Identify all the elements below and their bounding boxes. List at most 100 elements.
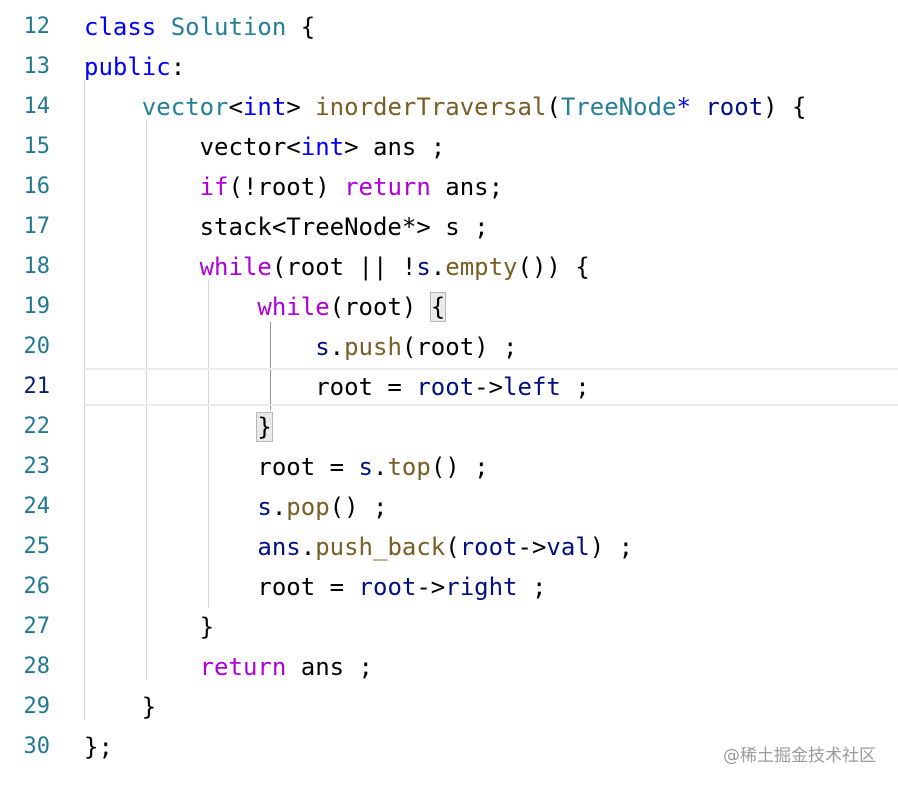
code-token: root =	[84, 453, 359, 481]
code-text: root = s.top() ;	[84, 447, 488, 487]
code-line[interactable]: 21 root = root->left ;	[0, 367, 898, 407]
code-token: (!root)	[228, 173, 345, 201]
code-line[interactable]: 26 root = root->right ;	[0, 567, 898, 607]
code-line[interactable]: 29 }	[0, 687, 898, 727]
code-token: ;	[560, 373, 590, 401]
code-token: }	[84, 613, 215, 641]
code-token: root	[459, 533, 518, 561]
code-line[interactable]: 15 vector<int> ans ;	[0, 127, 898, 167]
code-token: push	[344, 333, 402, 361]
code-line[interactable]: 23 root = s.top() ;	[0, 447, 898, 487]
code-token: while	[199, 253, 272, 281]
code-token: s	[257, 493, 272, 521]
line-number: 30	[23, 734, 51, 759]
line-number: 18	[23, 254, 51, 279]
matched-bracket: }	[256, 412, 273, 442]
code-token: }	[84, 693, 157, 721]
code-token: class	[84, 13, 157, 41]
line-number: 25	[23, 534, 51, 559]
code-token: ->	[517, 533, 547, 561]
code-token: root =	[84, 373, 417, 401]
code-line[interactable]: 30};	[0, 727, 898, 767]
code-token: if	[199, 173, 229, 201]
code-token: ans	[257, 533, 301, 561]
code-line[interactable]: 18 while(root || !s.empty()) {	[0, 247, 898, 287]
code-text: root = root->left ;	[84, 367, 590, 407]
code-text: };	[84, 727, 113, 767]
code-token: ;	[517, 573, 547, 601]
line-number: 28	[23, 654, 51, 679]
code-text: }	[84, 607, 214, 647]
code-token: int	[242, 93, 287, 121]
code-token: (root)	[329, 293, 431, 321]
code-token: top	[387, 453, 431, 481]
line-number: 24	[23, 494, 51, 519]
code-token: return	[199, 653, 287, 681]
code-text: s.pop() ;	[84, 487, 387, 527]
code-token: push_back	[315, 533, 446, 561]
code-token: .	[329, 333, 345, 361]
line-number: 14	[23, 94, 51, 119]
line-number: 22	[23, 414, 51, 439]
code-token: vector	[141, 93, 229, 121]
code-token: ->	[416, 573, 446, 601]
code-line[interactable]: 14 vector<int> inorderTraversal(TreeNode…	[0, 87, 898, 127]
line-number: 12	[23, 14, 51, 39]
code-line[interactable]: 20 s.push(root) ;	[0, 327, 898, 367]
code-token	[84, 173, 200, 201]
code-token: *	[676, 93, 691, 121]
code-token: pop	[286, 493, 330, 521]
code-token: int	[300, 133, 345, 161]
code-token: empty	[445, 253, 518, 281]
code-token: right	[445, 573, 518, 601]
line-number: 19	[23, 294, 51, 319]
line-number: 15	[23, 134, 51, 159]
line-number: 21	[23, 374, 51, 399]
code-token	[84, 93, 142, 121]
code-text: }	[84, 687, 156, 727]
code-text: }	[84, 407, 273, 447]
code-line[interactable]: 24 s.pop() ;	[0, 487, 898, 527]
code-line[interactable]: 13 public:	[0, 47, 898, 87]
indent-guide	[146, 120, 147, 680]
code-token: () ;	[329, 493, 388, 521]
code-token: ) {	[763, 93, 807, 121]
code-token	[84, 293, 257, 321]
code-token	[84, 493, 257, 521]
code-token: root =	[84, 573, 359, 601]
code-line[interactable]: 19 while(root) {	[0, 287, 898, 327]
code-text: return ans ;	[84, 647, 373, 687]
code-line[interactable]: 16 if(!root) return ans;	[0, 167, 898, 207]
code-token	[84, 533, 257, 561]
code-line[interactable]: 28 return ans ;	[0, 647, 898, 687]
line-number: 23	[23, 454, 51, 479]
watermark: @稀土掘金技术社区	[723, 746, 876, 766]
code-line[interactable]: 25 ans.push_back(root->val) ;	[0, 527, 898, 567]
code-token: .	[300, 533, 316, 561]
code-token: s	[358, 453, 373, 481]
line-number: 27	[23, 614, 51, 639]
code-token: root	[358, 573, 417, 601]
code-line[interactable]: 17 stack<TreeNode*> s ;	[0, 207, 898, 247]
code-token: s	[315, 333, 330, 361]
code-token	[691, 93, 705, 121]
code-token: s	[416, 253, 431, 281]
line-number: 29	[23, 694, 51, 719]
code-token: :	[170, 53, 186, 81]
code-token: return	[344, 173, 431, 201]
indent-guide-active	[270, 322, 271, 410]
code-token: (root) ;	[401, 333, 518, 361]
code-text: while(root || !s.empty()) {	[84, 247, 590, 287]
code-token: ()) {	[517, 253, 590, 281]
code-token: public	[84, 53, 171, 81]
code-line[interactable]: 22 }	[0, 407, 898, 447]
code-token: root	[416, 373, 475, 401]
line-number: 13	[23, 54, 51, 79]
code-token: > ans ;	[344, 133, 446, 161]
code-token: ans;	[430, 173, 504, 201]
code-token: };	[84, 733, 113, 761]
code-line[interactable]: 27 }	[0, 607, 898, 647]
code-token: ->	[474, 373, 504, 401]
